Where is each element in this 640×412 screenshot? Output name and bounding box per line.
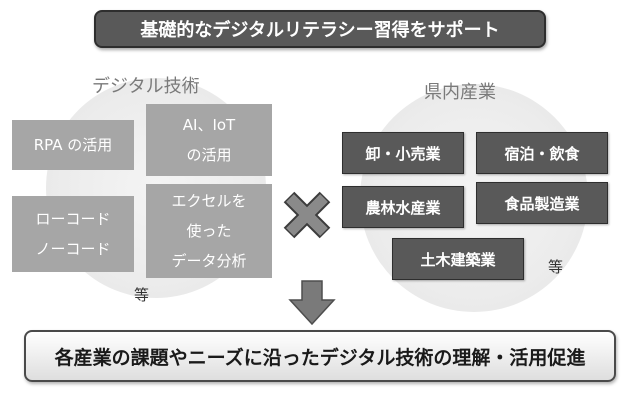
tech-box-rpa: RPA の活用: [12, 120, 134, 170]
industry-label: 県内産業: [424, 82, 496, 103]
summary-text: 各産業の課題やニーズに沿ったデジタル技術の理解・活用促進: [54, 346, 586, 369]
tech-box-line: ローコード: [35, 210, 111, 228]
industry-box-text: 宿泊・飲食: [504, 144, 580, 163]
tech-box-line: エクセルを: [171, 192, 247, 210]
industry-box-retail: 卸・小売業: [342, 132, 464, 174]
industry-box-text: 農林水産業: [365, 198, 441, 217]
tech-box-excel: エクセルを 使った データ分析: [146, 184, 272, 278]
industry-box-agriculture: 農林水産業: [342, 186, 464, 228]
tech-box-line: AI、IoT: [182, 116, 236, 134]
industry-box-text: 卸・小売業: [365, 144, 441, 163]
industry-box-text: 食品製造業: [504, 194, 580, 213]
industry-box-food-manufacturing: 食品製造業: [476, 182, 608, 224]
cross-icon: [283, 191, 331, 239]
tech-box-line: 使った: [186, 222, 232, 240]
digital-tech-label: デジタル技術: [92, 76, 200, 97]
tech-box-line: ノーコード: [35, 240, 111, 258]
tech-box-ai-iot: AI、IoT の活用: [146, 104, 272, 176]
summary-banner: 各産業の課題やニーズに沿ったデジタル技術の理解・活用促進: [24, 330, 616, 382]
title-text: 基礎的なデジタルリテラシー習得をサポート: [140, 20, 500, 41]
tech-box-line: RPA の活用: [33, 136, 113, 154]
tech-box-line: データ分析: [171, 252, 247, 270]
down-arrow-icon: [288, 280, 336, 326]
digital-tech-etc: 等: [134, 286, 150, 304]
tech-box-line: の活用: [186, 146, 232, 164]
title-banner: 基礎的なデジタルリテラシー習得をサポート: [94, 10, 546, 48]
tech-box-lowcode: ローコード ノーコード: [12, 196, 134, 272]
industry-box-text: 土木建築業: [420, 250, 496, 269]
industry-box-hospitality: 宿泊・飲食: [476, 132, 608, 174]
industry-etc: 等: [548, 258, 564, 276]
industry-box-construction: 土木建築業: [392, 238, 524, 280]
